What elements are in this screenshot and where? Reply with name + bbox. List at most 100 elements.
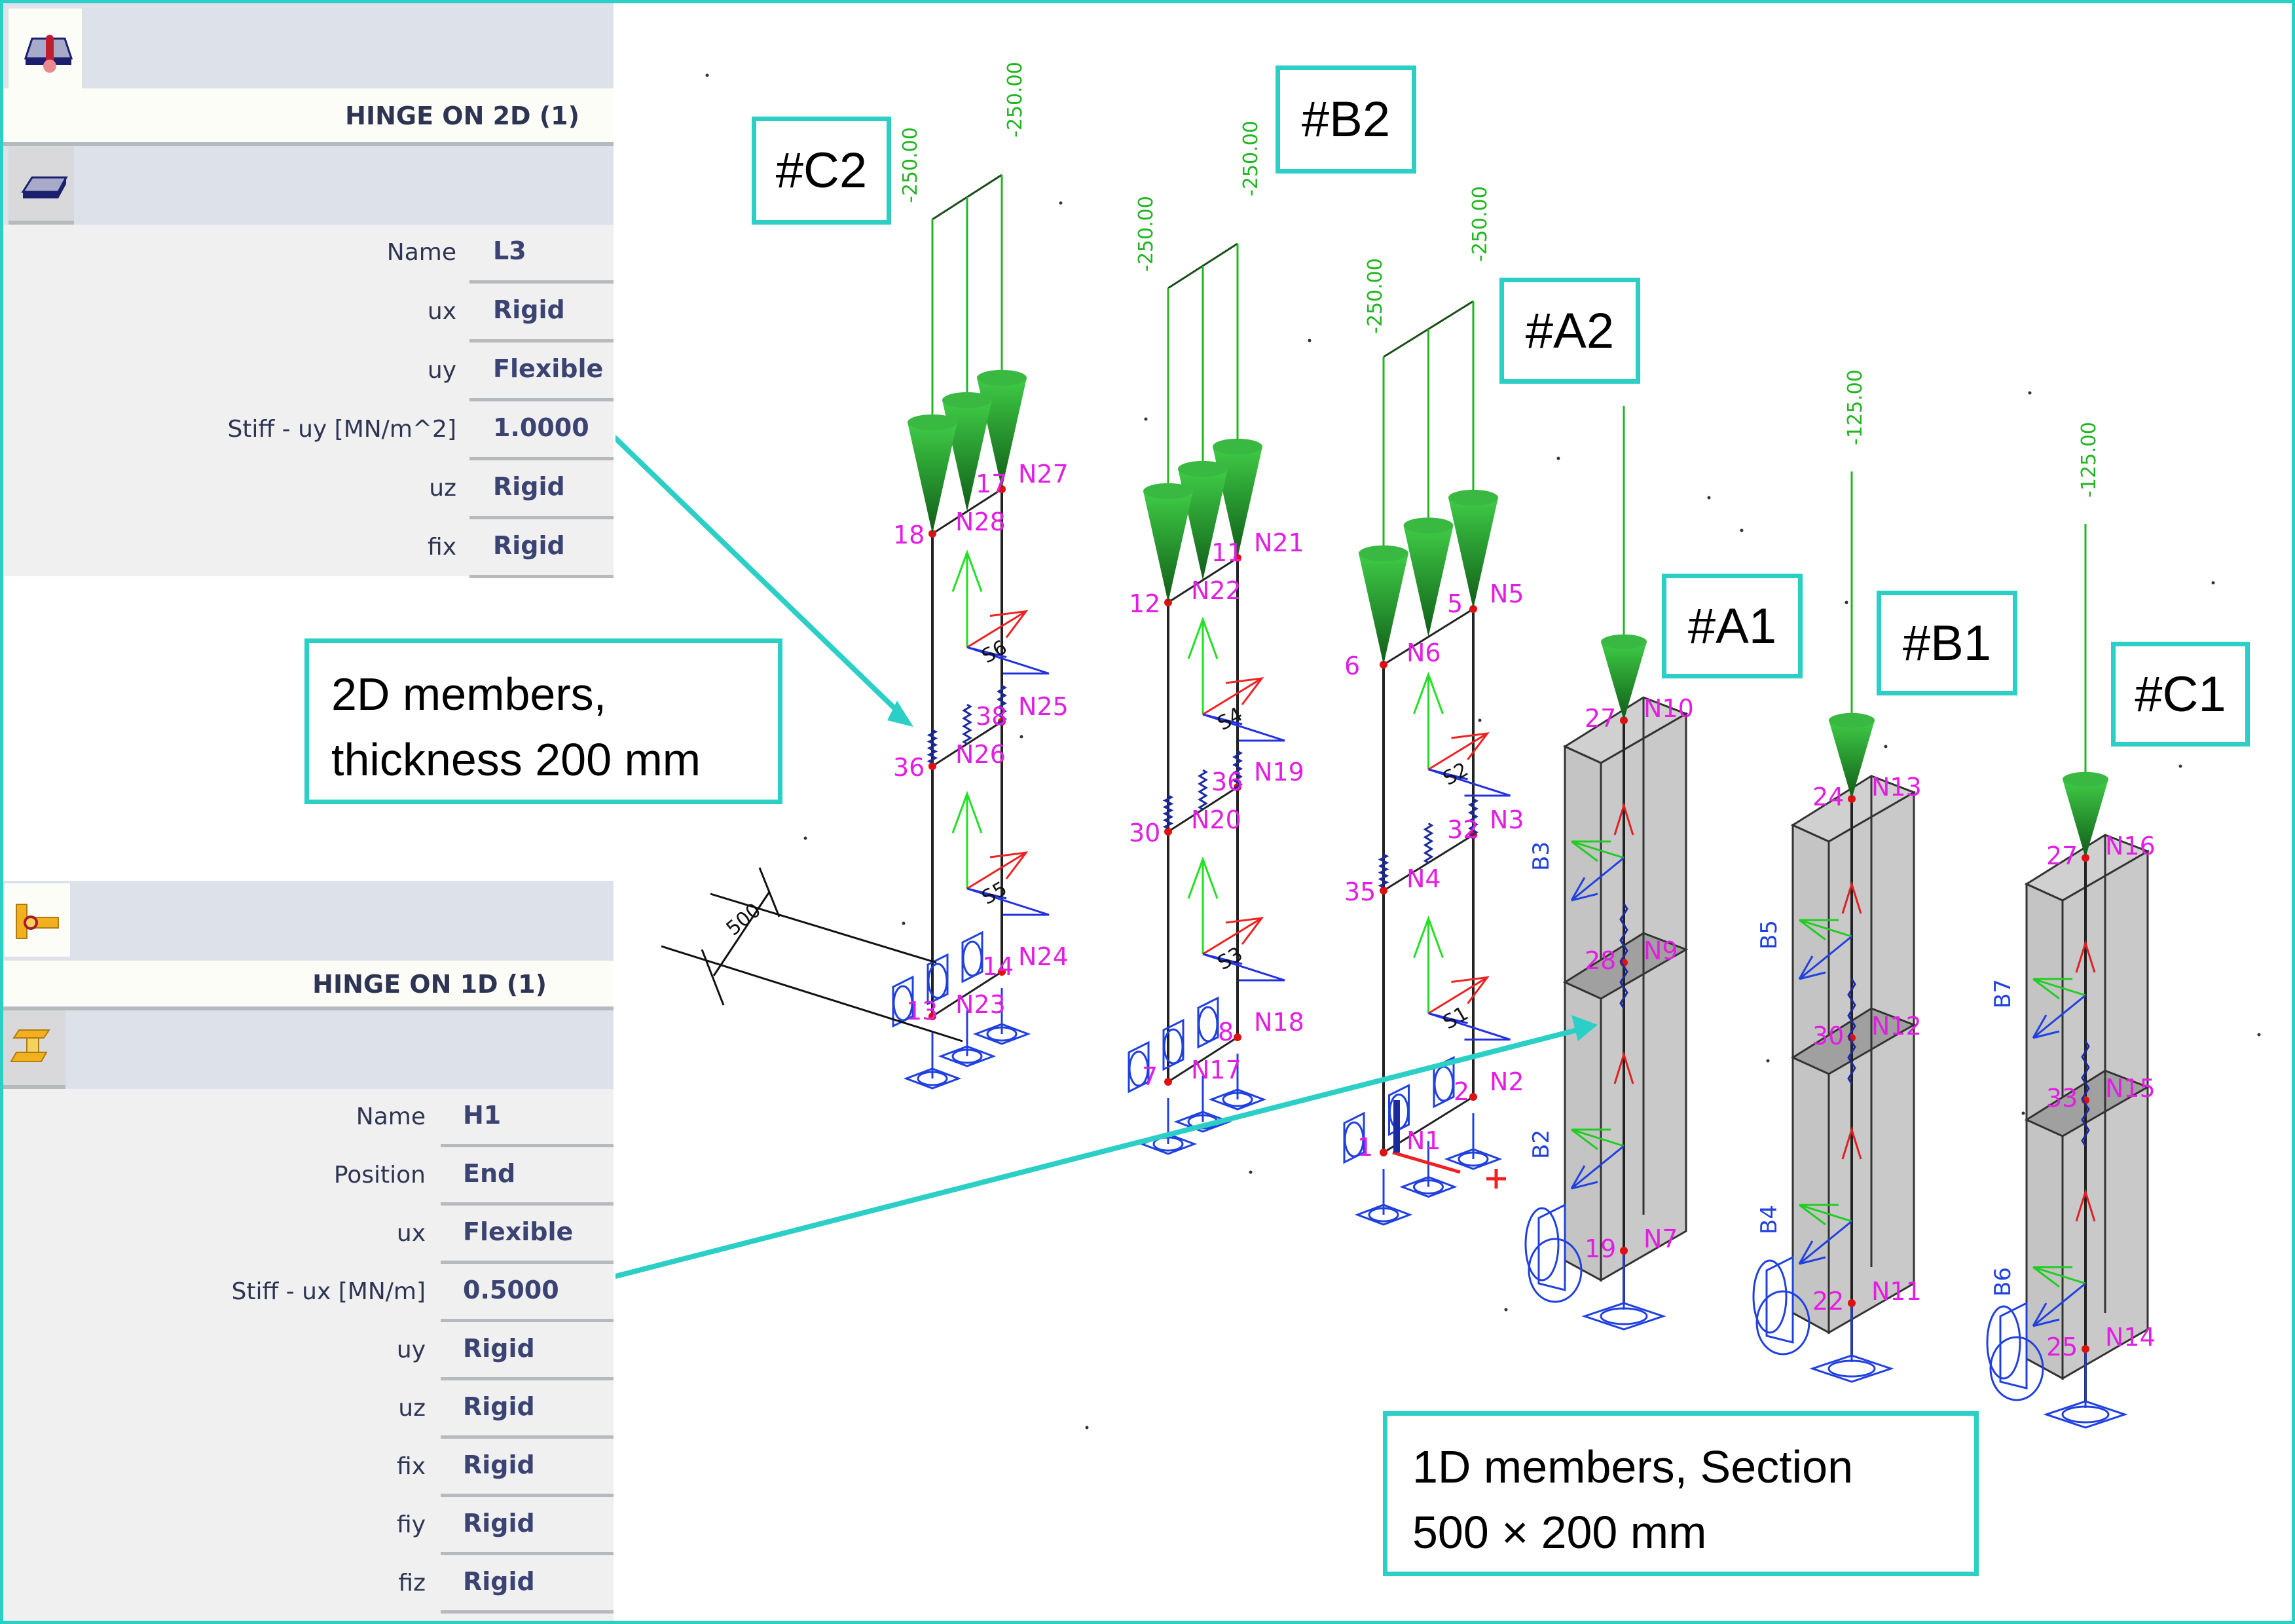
load-value-label: -250.00 [1004,62,1027,138]
axis-x [966,610,1029,648]
grid-dot [1740,528,1744,532]
property-value[interactable]: Rigid [463,1392,535,1421]
grid-dot [2211,581,2215,585]
property-value[interactable]: Rigid [463,1567,535,1596]
axis-y [1428,768,1511,797]
property-label: fiz [398,1570,426,1596]
axis-z [1187,856,1219,954]
support-base [1354,1204,1413,1226]
hinge-on-2d-icon[interactable] [9,9,82,88]
property-label: Stiff - uy [MN/m^2] [227,416,456,443]
node-label: N16 [2105,832,2156,860]
property-value[interactable]: Rigid [463,1450,535,1479]
cone-body [1359,553,1408,665]
2d-member-plate-icon[interactable] [9,146,74,225]
load-value-label: -250.00 [1135,196,1158,272]
property-value[interactable]: Flexible [463,1217,574,1246]
grid-dot [1504,1308,1508,1312]
panel-title: HINGE ON 1D (1) [312,970,547,999]
load-value-label: -250.00 [1364,258,1387,334]
arrowhead-icon [887,701,913,727]
support-circle [1600,1307,1648,1325]
node-number: 19 [1585,1234,1616,1263]
property-value[interactable]: 0.5000 [463,1276,559,1304]
load-value-label: -250.00 [899,127,922,203]
node-dot [1234,1033,1241,1041]
node-dot [928,1012,936,1020]
property-row: fiz Rigid [3,1555,614,1614]
support-circle [927,963,948,999]
load-cone-icon [1359,545,1408,665]
grid-dot [2021,1111,2025,1115]
axis-x [1427,976,1490,1014]
node-label: N11 [1871,1277,1922,1306]
slab-label: S2 [1439,758,1473,790]
property-value[interactable]: End [463,1159,516,1188]
node-number: 36 [1211,767,1243,796]
property-value[interactable]: Rigid [493,472,565,501]
label-column-a1: #A1 [1662,574,1803,678]
axis-z [951,790,983,889]
label-text: #B2 [1301,92,1391,147]
dim-tick [701,949,725,1006]
axis-z [1187,616,1219,714]
connector-arrow-2d [615,434,906,719]
local-axis-y [2032,994,2086,1039]
support-circle [1528,1238,1583,1303]
local-axes-icon [1413,915,1511,1041]
property-value[interactable]: Rigid [463,1334,535,1363]
axis-z [1413,671,1444,769]
panel-subheader-row [3,146,614,225]
dimension-line [661,867,963,1043]
grid-dot [1884,745,1888,748]
property-separator [441,1202,614,1206]
label-text: #C2 [775,143,868,198]
beam-label: B7 [1990,979,2016,1008]
node-label: N12 [1871,1012,1922,1041]
grid-dot [2028,391,2032,395]
node-number: 6 [1344,652,1360,680]
support-plate [1765,1255,1794,1344]
callout-line: 2D members, [331,669,607,720]
property-value[interactable]: L3 [493,236,526,265]
label-wall-b2: #B2 [1276,65,1416,174]
cone-cap [1178,460,1228,477]
property-value[interactable]: Rigid [493,531,565,560]
property-value[interactable]: Flexible [493,354,604,383]
axis-x [1202,917,1264,955]
support-base [903,1067,962,1090]
support-circle [1755,1290,1810,1356]
connector-arrow-1d [615,1025,1585,1280]
load-value-label: -125.00 [1844,369,1867,445]
node-label: N7 [1643,1225,1678,1253]
property-label: uy [427,357,456,384]
wall-node-line [1167,1036,1238,1083]
node-label: N2 [1490,1067,1524,1096]
node-label: N5 [1490,580,1524,608]
member-direction-arrow [1841,1126,1862,1160]
property-label: ux [396,1220,426,1247]
dim-tick [758,867,780,917]
hinge-on-1d-icon[interactable] [5,883,70,957]
node-dot [1380,1149,1387,1156]
property-value[interactable]: Rigid [493,295,565,324]
support-circle [1128,1050,1149,1087]
beam-label: B3 [1528,841,1554,871]
1d-member-ibeam-icon[interactable] [3,1010,65,1089]
grid-dot [1085,1426,1089,1430]
load-cone-icon [1403,517,1454,637]
label-text: #A1 [1687,598,1777,654]
beam-label: B2 [1528,1130,1554,1159]
node-dot [1620,1247,1628,1255]
support-circle [1198,1006,1219,1043]
property-value[interactable]: H1 [463,1101,502,1130]
support-circle [1989,1336,2044,1401]
node-number: 13 [906,997,938,1025]
property-value[interactable]: Rigid [463,1509,535,1538]
label-column-b1: #B1 [1877,591,2017,695]
property-value[interactable]: 1.0000 [493,413,589,442]
grid-dot [1144,417,1148,421]
cone-cap [942,392,992,409]
